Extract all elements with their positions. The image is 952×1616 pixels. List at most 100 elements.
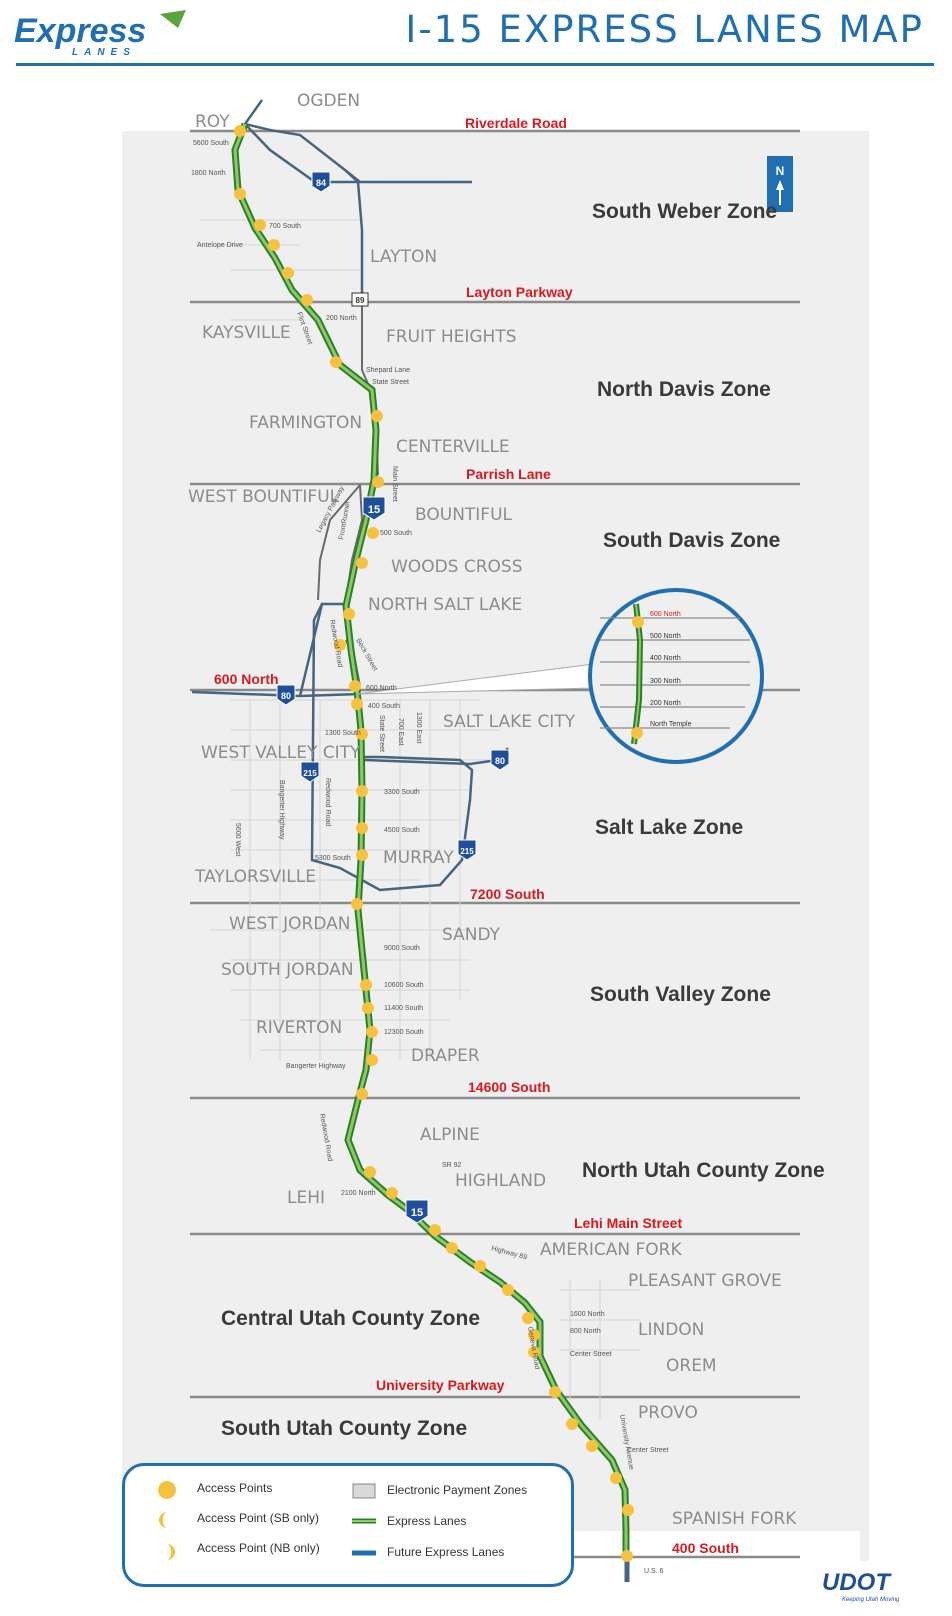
svg-text:700 East: 700 East (397, 718, 404, 746)
svg-text:OGDEN: OGDEN (297, 91, 360, 111)
svg-text:5600 West: 5600 West (234, 823, 241, 856)
svg-text:Lehi Main Street: Lehi Main Street (574, 1215, 682, 1231)
svg-text:LEHI: LEHI (287, 1188, 325, 1208)
svg-text:University Parkway: University Parkway (376, 1377, 505, 1393)
svg-text:7200 South: 7200 South (470, 886, 545, 902)
svg-text:5600 South: 5600 South (193, 140, 229, 147)
svg-text:5300 South: 5300 South (315, 855, 351, 862)
svg-text:500 North: 500 North (650, 633, 681, 640)
svg-text:Center Street: Center Street (570, 1351, 612, 1358)
svg-text:Antelope Drive: Antelope Drive (197, 242, 243, 249)
svg-text:TAYLORSVILLE: TAYLORSVILLE (194, 867, 316, 887)
svg-text:1600 North: 1600 North (570, 1311, 605, 1318)
svg-text:KAYSVILLE: KAYSVILLE (202, 323, 291, 343)
svg-text:400 South: 400 South (672, 1540, 739, 1556)
map-legend: Access Points Access Point (SB only) Acc… (122, 1463, 574, 1587)
svg-text:U.S. 6: U.S. 6 (644, 1568, 664, 1575)
svg-text:700 South: 700 South (269, 223, 301, 230)
svg-text:200 North: 200 North (650, 700, 681, 707)
svg-text:HIGHLAND: HIGHLAND (455, 1171, 546, 1191)
svg-text:SOUTH JORDAN: SOUTH JORDAN (221, 960, 354, 980)
legend-nb: Access Point (NB only) (197, 1541, 320, 1555)
svg-text:PLEASANT GROVE: PLEASANT GROVE (628, 1271, 782, 1291)
svg-text:1800 North: 1800 North (191, 170, 226, 177)
svg-text:200 North: 200 North (326, 315, 357, 322)
city-labels: OGDEN ROY LAYTON KAYSVILLE FRUIT HEIGHTS… (188, 91, 797, 1529)
svg-text:AMERICAN FORK: AMERICAN FORK (540, 1240, 682, 1260)
page-title: I-15 EXPRESS LANES MAP (405, 8, 924, 51)
svg-text:Express: Express (14, 12, 146, 50)
svg-text:11400 South: 11400 South (384, 1005, 423, 1012)
svg-text:LINDON: LINDON (638, 1320, 704, 1340)
svg-text:CENTERVILLE: CENTERVILLE (396, 437, 510, 457)
svg-text:80: 80 (495, 756, 505, 766)
svg-text:N: N (776, 164, 785, 178)
svg-text:12300 South: 12300 South (384, 1029, 424, 1036)
svg-text:10600 South: 10600 South (384, 982, 424, 989)
svg-text:Redwood Road: Redwood Road (324, 778, 331, 826)
svg-text:WEST VALLEY CITY: WEST VALLEY CITY (201, 743, 361, 763)
svg-text:North Utah County Zone: North Utah County Zone (582, 1159, 825, 1182)
svg-text:14600 South: 14600 South (468, 1079, 550, 1095)
udot-logo: UDOT Keeping Utah Moving (822, 1569, 900, 1603)
svg-text:4500 South: 4500 South (384, 827, 420, 834)
svg-text:UDOT: UDOT (822, 1569, 892, 1596)
svg-text:2100 North: 2100 North (341, 1190, 376, 1197)
legend-access: Access Points (197, 1481, 273, 1495)
svg-text:3300 South: 3300 South (384, 789, 420, 796)
svg-text:DRAPER: DRAPER (411, 1046, 480, 1066)
svg-text:800 North: 800 North (570, 1328, 601, 1335)
svg-text:South Utah County Zone: South Utah County Zone (221, 1417, 467, 1440)
zone-labels: South Weber Zone North Davis Zone South … (221, 200, 825, 1440)
svg-text:MURRAY: MURRAY (383, 848, 454, 868)
svg-text:FRUIT HEIGHTS: FRUIT HEIGHTS (386, 327, 517, 347)
svg-text:OREM: OREM (666, 1356, 717, 1376)
svg-text:600 North: 600 North (650, 611, 681, 618)
svg-text:North Davis Zone: North Davis Zone (597, 378, 771, 401)
svg-text:Bangerter Highway: Bangerter Highway (286, 1063, 346, 1070)
svg-text:Keeping Utah Moving: Keeping Utah Moving (842, 1597, 900, 1603)
svg-text:500 South: 500 South (380, 530, 412, 537)
access-points (234, 125, 634, 1562)
svg-text:South Valley Zone: South Valley Zone (590, 983, 771, 1006)
svg-text:215: 215 (303, 769, 317, 778)
svg-text:300 North: 300 North (650, 678, 681, 685)
svg-text:400 South: 400 South (368, 703, 400, 710)
header-divider (16, 63, 934, 66)
svg-text:600 North: 600 North (214, 671, 279, 687)
svg-text:ROY: ROY (195, 112, 230, 132)
svg-text:SR 92: SR 92 (442, 1162, 462, 1169)
legend-symbols (158, 1481, 176, 1560)
boundary-labels: Riverdale Road Layton Parkway Parrish La… (214, 115, 739, 1556)
svg-text:Riverdale Road: Riverdale Road (465, 115, 567, 131)
svg-text:Central Utah County Zone: Central Utah County Zone (221, 1307, 480, 1330)
svg-text:WOODS CROSS: WOODS CROSS (391, 557, 523, 577)
svg-text:Main Street: Main Street (391, 466, 398, 502)
svg-text:PROVO: PROVO (638, 1403, 698, 1423)
svg-text:NORTH SALT LAKE: NORTH SALT LAKE (368, 595, 522, 615)
legend-express: Express Lanes (387, 1514, 467, 1528)
svg-text:89: 89 (356, 296, 365, 305)
svg-text:Parrish Lane: Parrish Lane (466, 466, 551, 482)
svg-text:84: 84 (316, 178, 326, 188)
svg-text:SANDY: SANDY (442, 925, 501, 945)
svg-text:215: 215 (460, 847, 474, 856)
legend-future: Future Express Lanes (387, 1545, 505, 1559)
svg-text:LAYTON: LAYTON (370, 247, 437, 267)
svg-text:600 North: 600 North (366, 685, 397, 692)
svg-text:ALPINE: ALPINE (420, 1125, 480, 1145)
legend-sb: Access Point (SB only) (197, 1511, 320, 1525)
svg-text:State Street: State Street (378, 715, 385, 752)
legend-lines (352, 1483, 376, 1556)
svg-text:15: 15 (368, 504, 380, 516)
svg-text:LANES: LANES (72, 47, 136, 58)
svg-text:South Weber Zone: South Weber Zone (592, 200, 777, 223)
svg-text:SPANISH FORK: SPANISH FORK (672, 1509, 797, 1529)
svg-text:1300 South: 1300 South (325, 730, 361, 737)
svg-text:RIVERTON: RIVERTON (256, 1018, 342, 1038)
svg-text:North Temple: North Temple (650, 721, 692, 728)
svg-text:15: 15 (411, 1207, 423, 1219)
svg-text:Center Street: Center Street (627, 1447, 669, 1454)
svg-text:WEST BOUNTIFUL: WEST BOUNTIFUL (188, 487, 340, 507)
svg-text:FARMINGTON: FARMINGTON (249, 413, 362, 433)
